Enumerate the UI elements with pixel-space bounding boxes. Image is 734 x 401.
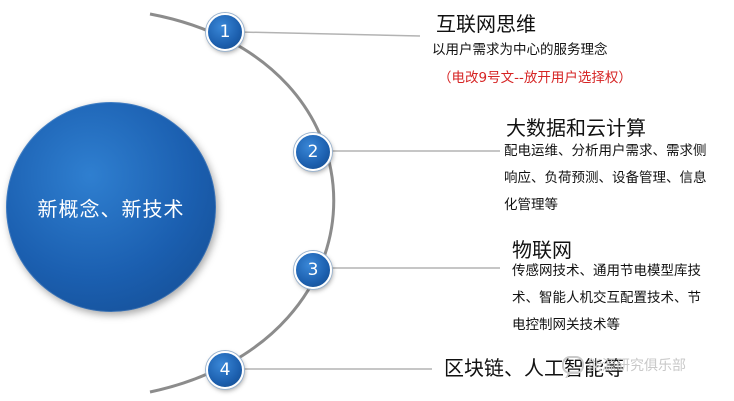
item-1-description: 以用户需求为中心的服务理念 bbox=[432, 42, 608, 58]
node-number: 1 bbox=[219, 22, 231, 42]
item-4-title: 区块链、人工智能等 bbox=[444, 356, 624, 380]
center-circle: 新概念、新技术 bbox=[6, 102, 216, 312]
node-number: 2 bbox=[307, 142, 319, 162]
item-2-title: 大数据和云计算 bbox=[506, 116, 646, 140]
node-2: 2 bbox=[294, 133, 332, 171]
node-3: 3 bbox=[294, 251, 332, 289]
center-label: 新概念、新技术 bbox=[37, 196, 185, 221]
node-number: 4 bbox=[219, 360, 231, 380]
item-1-note: （电改9号文--放开用户选择权） bbox=[438, 70, 632, 86]
node-4: 4 bbox=[206, 351, 244, 389]
connector-line-1 bbox=[239, 31, 421, 37]
watermark-text: 能源研究俱乐部 bbox=[588, 358, 686, 374]
item-1-title: 互联网思维 bbox=[436, 12, 536, 36]
outer-arc bbox=[149, 12, 336, 394]
item-3-title: 物联网 bbox=[512, 238, 572, 262]
wechat-icon bbox=[562, 356, 584, 374]
node-number: 3 bbox=[307, 260, 319, 280]
node-1: 1 bbox=[206, 13, 244, 51]
watermark: 能源研究俱乐部 bbox=[562, 355, 686, 375]
item-2-description: 配电运维、分析用户需求、需求侧 响应、负荷预测、设备管理、信息 化管理等 bbox=[504, 143, 707, 213]
item-3-description: 传感网技术、通用节电模型库技 术、智能人机交互配置技术、节 电控制网关技术等 bbox=[512, 263, 701, 333]
